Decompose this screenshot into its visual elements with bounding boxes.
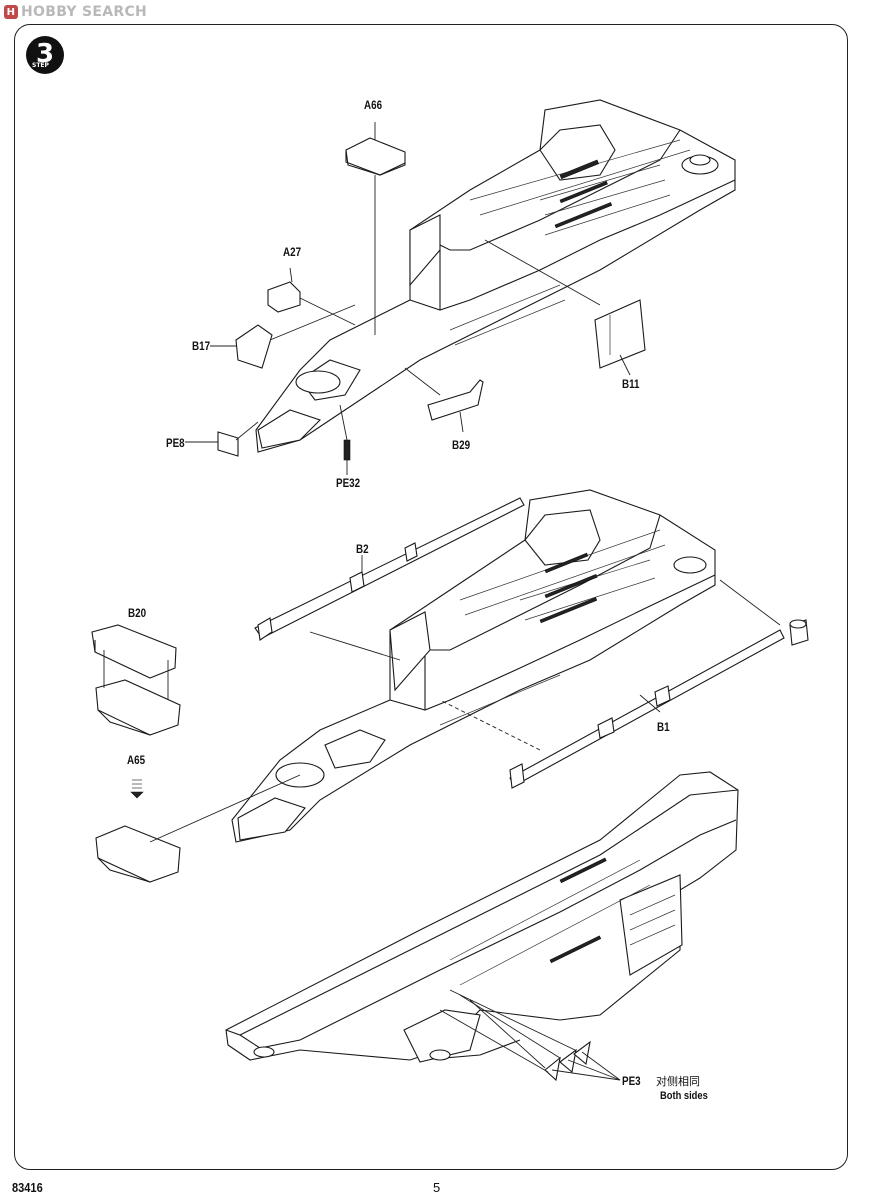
label-b2: B2 (356, 542, 369, 556)
label-a66: A66 (364, 98, 383, 112)
left-parts-drawing (91, 624, 301, 883)
upper-parts-drawing (185, 122, 646, 475)
watermark-text: HOBBY SEARCH (21, 4, 148, 20)
label-pe3: PE3 (622, 1074, 641, 1088)
page-frame (14, 24, 848, 1170)
note-english: Both sides (660, 1090, 708, 1102)
label-b1: B1 (657, 720, 670, 734)
step-word: STEP (32, 62, 49, 69)
lower-hull-drawing (225, 771, 739, 1082)
label-b11: B11 (622, 377, 640, 391)
label-a27: A27 (283, 245, 302, 259)
label-pe32: PE32 (336, 476, 361, 490)
step-number: 3 (26, 36, 64, 74)
note-chinese: 对侧相同 (656, 1075, 700, 1088)
label-pe8: PE8 (166, 436, 185, 450)
middle-superstructure-drawing (231, 489, 809, 843)
footer-product-code: 83416 (12, 1180, 43, 1195)
label-a65: A65 (127, 753, 146, 767)
hobby-search-watermark: H HOBBY SEARCH (4, 4, 147, 20)
watermark-logo-icon: H (4, 5, 18, 19)
footer-page-number: 5 (433, 1180, 441, 1195)
label-b29: B29 (452, 438, 471, 452)
label-b20: B20 (128, 606, 147, 620)
upper-superstructure-drawing (255, 99, 736, 453)
label-b17: B17 (192, 339, 211, 353)
step-badge: 3 STEP (26, 36, 70, 74)
